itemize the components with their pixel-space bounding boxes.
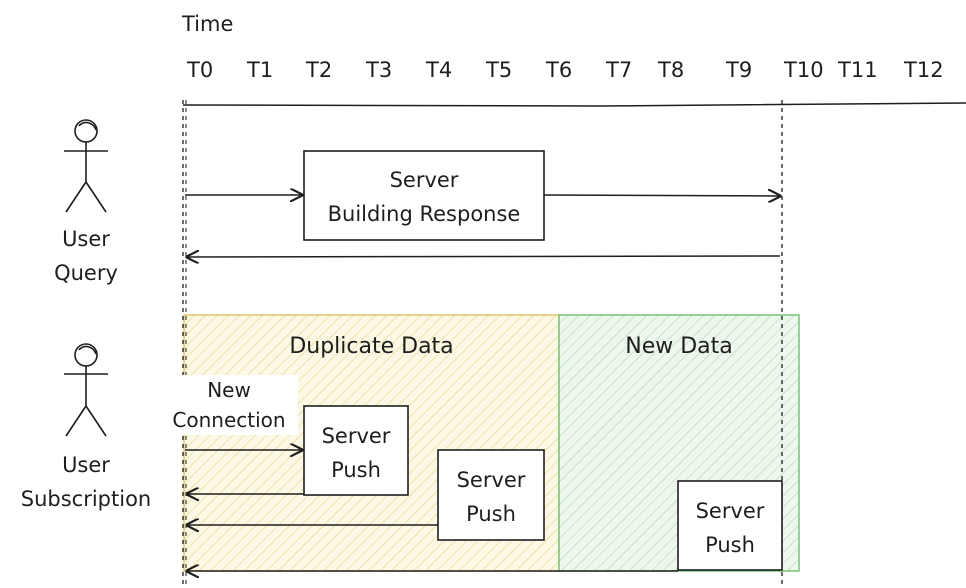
box-label-line: Server	[695, 499, 765, 523]
user-subscription-actor-icon	[64, 343, 108, 437]
tick-label: T0	[187, 58, 214, 82]
tick-label: T2	[306, 58, 333, 82]
tick-label: T11	[838, 58, 878, 82]
actor-label-line: User	[62, 453, 110, 477]
tick-label: T12	[904, 58, 944, 82]
box-label-line: Server	[389, 168, 459, 192]
box-label-line: Push	[331, 458, 381, 482]
tick-label: T7	[606, 58, 633, 82]
server-push-label-3: Server Push	[678, 494, 782, 562]
server-building-response-label: Server Building Response	[304, 163, 544, 231]
server-push-box-1	[303, 405, 409, 496]
new-data-label: New Data	[625, 334, 733, 359]
tick-label: T8	[658, 58, 685, 82]
query-return-arrow	[187, 256, 781, 257]
server-push-label-1: Server Push	[304, 419, 408, 487]
conn-label-line: New	[207, 378, 251, 402]
query-response-arrow	[543, 195, 780, 196]
tick-label: T10	[784, 58, 824, 82]
actor-label-line: Subscription	[20, 487, 152, 511]
server-building-response-box	[303, 150, 545, 241]
server-push-label-2: Server Push	[438, 463, 544, 531]
actor-label-line: Query	[54, 261, 118, 285]
new-connection-label: New Connection	[160, 375, 298, 435]
box-label-line: Push	[705, 533, 755, 557]
tick-label: T6	[546, 58, 573, 82]
box-label-line: Push	[466, 502, 516, 526]
user-query-label: User Query	[40, 222, 132, 290]
time-title: Time	[182, 12, 234, 36]
tick-label: T5	[486, 58, 513, 82]
tick-label: T4	[426, 58, 453, 82]
box-label-line: Server	[456, 468, 526, 492]
server-push-box-3	[677, 480, 783, 571]
box-label-line: Server	[321, 424, 391, 448]
user-subscription-label: User Subscription	[0, 448, 172, 516]
actor-label-line: User	[62, 227, 110, 251]
tick-label: T1	[247, 58, 274, 82]
server-push-box-2	[437, 449, 545, 541]
conn-label-line: Connection	[172, 408, 286, 432]
box-label-line: Building Response	[327, 202, 521, 226]
tick-label: T9	[726, 58, 753, 82]
duplicate-data-label: Duplicate Data	[289, 334, 454, 359]
timeline-axis	[182, 102, 966, 107]
user-query-actor-icon	[64, 119, 108, 213]
tick-label: T3	[366, 58, 393, 82]
